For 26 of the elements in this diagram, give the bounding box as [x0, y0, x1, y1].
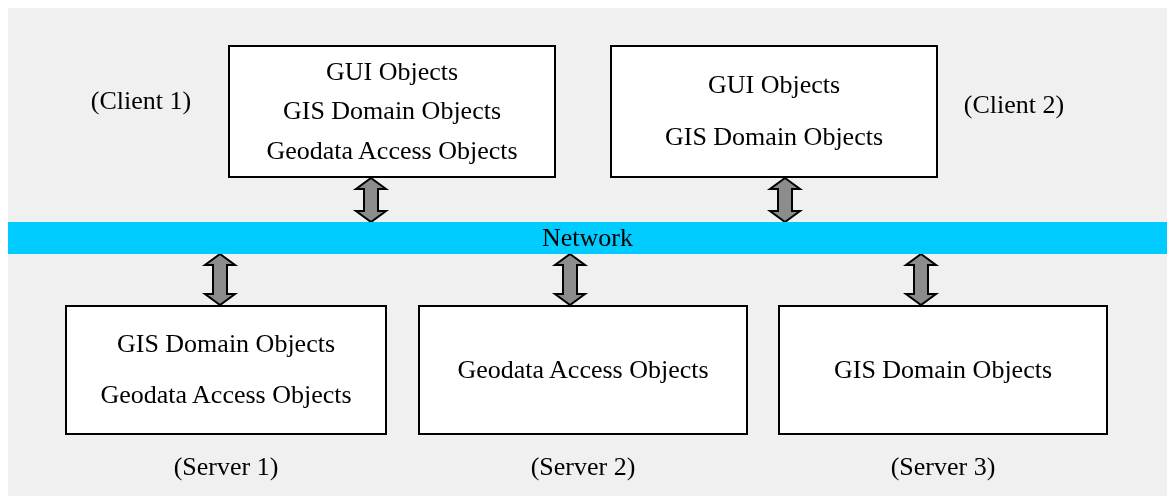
role-label: (Client 1)	[89, 86, 193, 116]
client-box	[228, 45, 556, 178]
double-arrow	[201, 252, 239, 307]
role-label: (Server 1)	[172, 452, 280, 482]
object-label: GIS Domain Objects	[664, 123, 884, 153]
object-label: Geodata Access Objects	[266, 136, 518, 166]
object-label: GIS Domain Objects	[116, 329, 336, 359]
object-label: Geodata Access Objects	[100, 381, 352, 411]
network-label: Network	[542, 223, 633, 253]
network-band	[8, 222, 1167, 254]
double-arrow	[766, 176, 804, 224]
double-arrow	[551, 252, 589, 307]
server-box	[778, 305, 1108, 435]
object-label: Geodata Access Objects	[457, 355, 709, 385]
role-label: (Server 2)	[529, 452, 637, 482]
object-label: GIS Domain Objects	[282, 97, 502, 126]
client-box	[610, 45, 938, 178]
object-label: GUI Objects	[707, 70, 841, 100]
object-label: GIS Domain Objects	[833, 355, 1053, 385]
role-label: (Server 3)	[889, 452, 997, 482]
server-box	[418, 305, 748, 435]
object-label: GUI Objects	[325, 57, 459, 87]
double-arrow	[352, 176, 390, 224]
server-box	[65, 305, 387, 435]
role-label: (Client 2)	[962, 90, 1066, 120]
double-arrow	[902, 252, 940, 307]
